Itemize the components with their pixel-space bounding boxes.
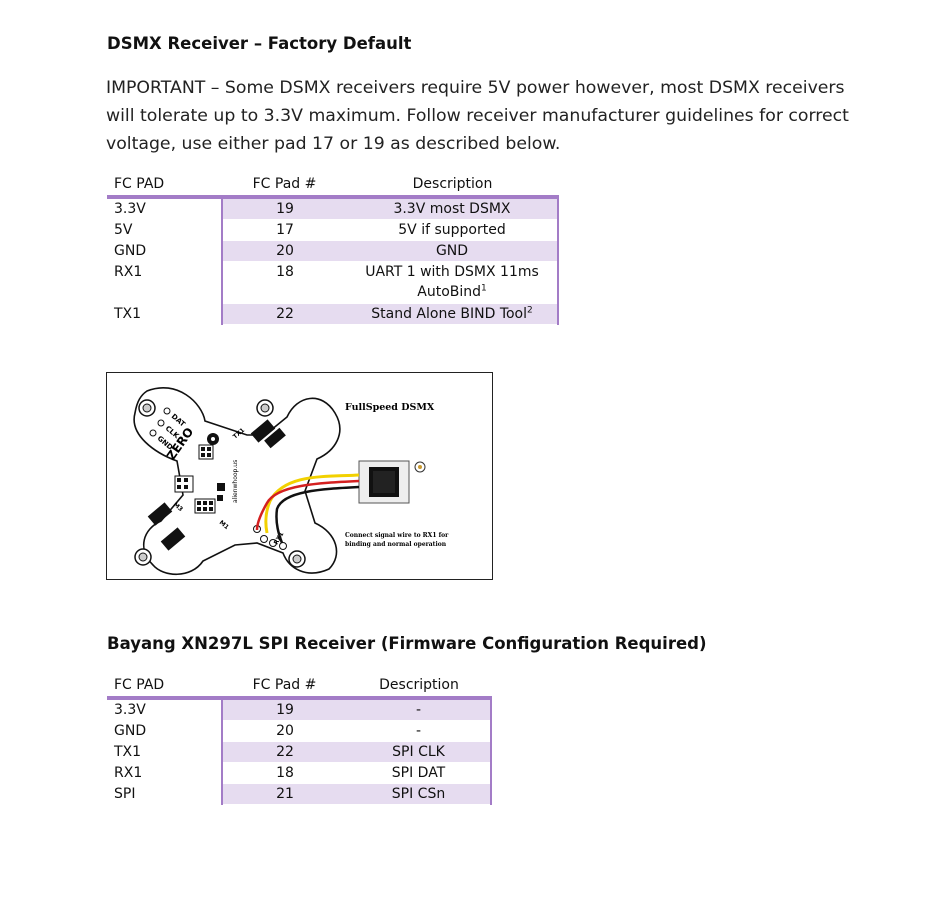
column-header-pad-number: FC Pad # <box>222 674 347 700</box>
section-heading-bayang: Bayang XN297L SPI Receiver (Firmware Con… <box>107 634 707 653</box>
board-label-m3: M3 <box>172 501 184 513</box>
cell-pad: RX1 <box>107 762 222 784</box>
cell-pad: TX1 <box>107 741 222 763</box>
cell-pad: 3.3V <box>107 197 222 220</box>
pad-dot <box>279 542 287 550</box>
figure-caption-line: Connect signal wire to RX1 for <box>345 532 449 539</box>
pad-dot <box>149 429 157 437</box>
column-header-fc-pad: FC PAD <box>107 674 222 700</box>
cell-pad: 5V <box>107 219 222 241</box>
column-header-pad-number: FC Pad # <box>222 173 347 199</box>
paragraph-line: voltage, use either pad 17 or 19 as desc… <box>106 134 561 154</box>
cell-pad-number: 20 <box>221 240 347 262</box>
cell-pad-number: 20 <box>221 720 347 742</box>
table-row: TX1 22 SPI CLK <box>107 741 492 763</box>
cell-pad: SPI <box>107 783 222 805</box>
power-wire <box>255 479 360 531</box>
table-row: RX1 18 UART 1 with DSMX 11ms AutoBind1 <box>107 261 559 304</box>
table-row: GND 20 - <box>107 720 492 742</box>
table-row: 5V 17 5V if supported <box>107 219 559 241</box>
cell-description: GND <box>347 240 559 262</box>
cell-pad: TX1 <box>107 303 222 325</box>
cell-pad-number: 19 <box>221 698 347 721</box>
cell-pad: 3.3V <box>107 698 222 721</box>
table-row: 3.3V 19 - <box>107 698 492 721</box>
table-row: RX1 18 SPI DAT <box>107 762 492 784</box>
ground-wire <box>275 485 360 544</box>
pad-dot <box>260 535 268 543</box>
cell-pad-number: 22 <box>221 303 347 325</box>
figure-title: FullSpeed DSMX <box>345 402 435 413</box>
pad-dot <box>157 419 165 427</box>
table-row: SPI 21 SPI CSn <box>107 783 492 805</box>
table-row: 3.3V 19 3.3V most DSMX <box>107 197 559 220</box>
pad-dot <box>163 407 171 415</box>
description-line: UART 1 with DSMX 11ms <box>365 264 539 280</box>
wiring-diagram-svg: DAT CLK GND ZERO alienwhoop.us TX1 RX1 M… <box>133 386 449 575</box>
motor-connector <box>147 502 173 526</box>
cell-pad: GND <box>107 720 222 742</box>
pad-dot <box>269 539 277 547</box>
cell-description: SPI CLK <box>347 741 492 763</box>
important-paragraph: IMPORTANT – Some DSMX receivers require … <box>106 74 849 158</box>
cell-pad-number: 19 <box>221 197 347 220</box>
cell-pad: GND <box>107 240 222 262</box>
flight-controller-board: DAT CLK GND ZERO alienwhoop.us TX1 RX1 M… <box>133 386 341 575</box>
dsmx-pad-table: FC PAD FC Pad # Description 3.3V 19 3.3V… <box>107 173 559 325</box>
cell-pad-number: 22 <box>221 741 347 763</box>
cell-description: Stand Alone BIND Tool2 <box>347 303 559 325</box>
cell-pad-number: 17 <box>221 219 347 241</box>
table-row: GND 20 GND <box>107 240 559 262</box>
paragraph-line: IMPORTANT – Some DSMX receivers require … <box>106 78 845 98</box>
motor-connector <box>264 427 286 449</box>
board-url: alienwhoop.us <box>232 460 239 503</box>
cell-pad-number: 21 <box>221 783 347 805</box>
description-line: AutoBind1 <box>417 283 487 300</box>
cell-pad-number: 18 <box>221 762 347 784</box>
column-header-description: Description <box>347 173 558 199</box>
cell-pad: RX1 <box>107 261 222 304</box>
cell-description: - <box>347 698 492 721</box>
cell-description: 3.3V most DSMX <box>347 197 559 220</box>
motor-connector <box>160 527 186 551</box>
bayang-pad-table: FC PAD FC Pad # Description 3.3V 19 - GN… <box>107 674 492 805</box>
cell-pad-number: 18 <box>221 261 347 304</box>
dsmx-receiver-module <box>358 460 426 504</box>
board-label-m1: M1 <box>218 519 230 531</box>
column-header-description: Description <box>347 674 491 700</box>
motor-connector <box>250 419 276 443</box>
wiring-diagram: DAT CLK GND ZERO alienwhoop.us TX1 RX1 M… <box>106 372 493 580</box>
figure-caption-line: binding and normal operation <box>345 541 447 548</box>
cell-description: UART 1 with DSMX 11ms AutoBind1 <box>347 261 559 304</box>
footnote-marker: 1 <box>481 283 487 294</box>
table-header-row: FC PAD FC Pad # Description <box>107 173 558 199</box>
cell-description: 5V if supported <box>347 219 559 241</box>
footnote-marker: 2 <box>527 305 533 316</box>
cell-description: SPI CSn <box>347 783 492 805</box>
cell-description: SPI DAT <box>347 762 492 784</box>
section-heading-dsmx: DSMX Receiver – Factory Default <box>107 34 412 53</box>
cell-description: - <box>347 720 492 742</box>
table-row: TX1 22 Stand Alone BIND Tool2 <box>107 303 559 325</box>
table-header-row: FC PAD FC Pad # Description <box>107 674 491 700</box>
column-header-fc-pad: FC PAD <box>107 173 222 199</box>
paragraph-line: will tolerate up to 3.3V maximum. Follow… <box>106 106 849 126</box>
